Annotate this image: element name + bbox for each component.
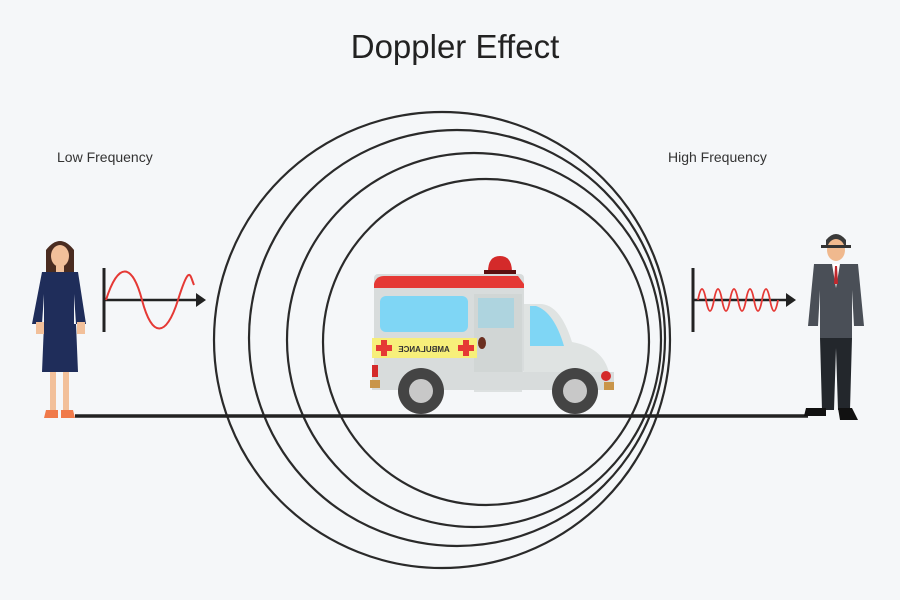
low-frequency-wave-icon bbox=[102, 268, 206, 332]
ambulance-lettering: AMBULANCE bbox=[398, 345, 450, 354]
man-listener-icon bbox=[804, 234, 864, 420]
sound-wavefront-1 bbox=[212, 110, 672, 570]
diagram-title: Doppler Effect bbox=[350, 28, 560, 65]
low-frequency-label: Low Frequency bbox=[57, 149, 153, 165]
high-frequency-label: High Frequency bbox=[668, 149, 767, 165]
sound-wavefront-3 bbox=[285, 151, 663, 529]
sound-wavefront-4 bbox=[321, 177, 651, 507]
sound-wavefront-2 bbox=[247, 128, 667, 548]
woman-listener-icon bbox=[32, 241, 86, 418]
ambulance-icon: AMBULANCE bbox=[370, 256, 614, 414]
high-frequency-wave-icon bbox=[691, 268, 796, 332]
